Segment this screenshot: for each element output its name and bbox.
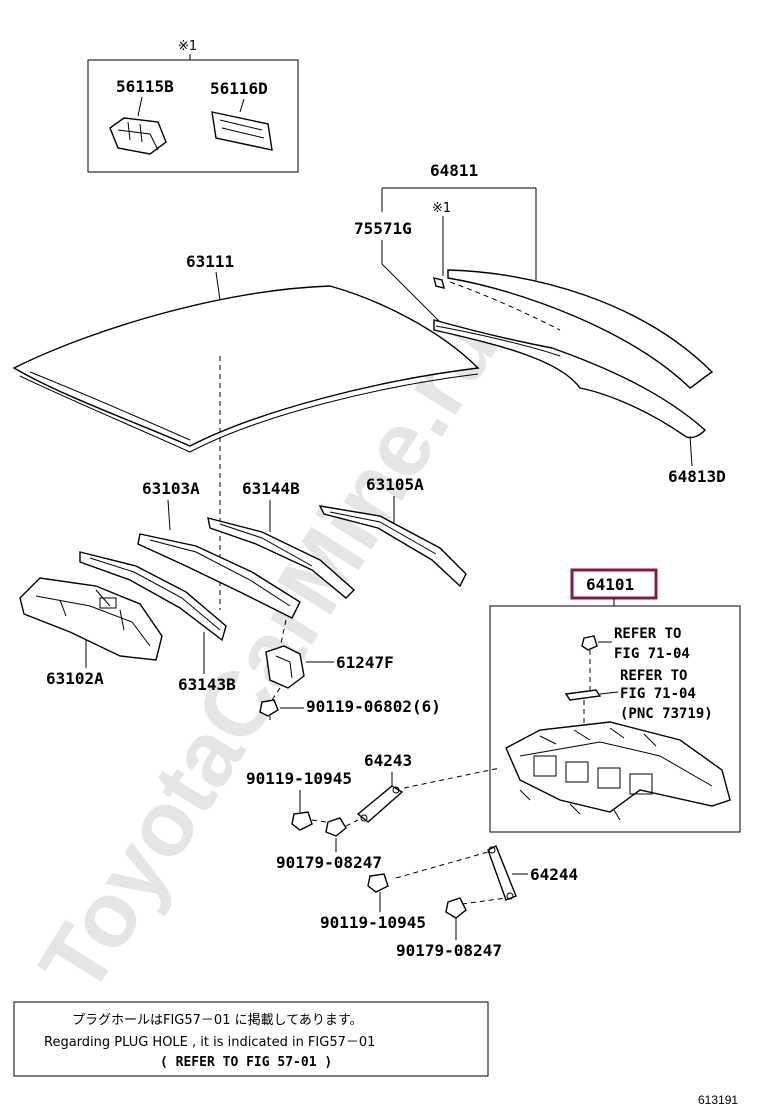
part-63111[interactable]: 63111 — [186, 252, 234, 271]
clip-56116d-shape — [211, 111, 273, 151]
nut-90179-08247-a-icon — [325, 817, 347, 837]
refer-line-5: (PNC 73719) — [620, 706, 713, 722]
roof-panel-shape — [12, 285, 480, 453]
figure-number: 613191 — [698, 1093, 738, 1107]
bow-63105a-shape — [318, 505, 467, 588]
footnote-box — [13, 1001, 489, 1077]
part-90119-10945-a[interactable]: 90119-10945 — [246, 769, 352, 788]
part-64101[interactable]: 64101 — [586, 575, 634, 594]
bracket-61247f-shape — [265, 645, 305, 689]
part-90119-10945-b[interactable]: 90119-10945 — [320, 913, 426, 932]
refer-line-2: FIG 71-04 — [614, 646, 690, 662]
bow-63144b-shape — [207, 517, 356, 599]
refer-line-1: REFER TO — [614, 626, 681, 642]
package-tray-shape — [505, 721, 731, 821]
part-56116d[interactable]: 56116D — [210, 79, 268, 98]
bow-63103a-shape — [137, 533, 301, 619]
part-63144b[interactable]: 63144B — [242, 479, 300, 498]
part-64811[interactable]: 64811 — [430, 161, 478, 180]
tray-bolt-icon — [581, 635, 598, 651]
bolt-90119-06802-icon — [259, 699, 279, 720]
moonroof-glass-shape — [433, 269, 714, 439]
part-63105a[interactable]: 63105A — [366, 475, 424, 494]
tray-inset-box — [489, 605, 741, 833]
part-75571g[interactable]: 75571G — [354, 219, 412, 238]
footnote-english: Regarding PLUG HOLE , it is indicated in… — [44, 1035, 375, 1050]
header-63102a-shape — [19, 577, 163, 661]
part-61247f[interactable]: 61247F — [336, 653, 394, 672]
bolt-90119-10945-b-icon — [367, 873, 389, 893]
footnote-japanese: プラグホールはFIG57－01 に掲載してあります。 — [72, 1012, 363, 1028]
part-90119-06802[interactable]: 90119-06802(6) — [306, 697, 441, 716]
part-90179-08247-a[interactable]: 90179-08247 — [276, 853, 382, 872]
hinge-64244-shape — [487, 845, 517, 901]
marker-symbol-2: ※1 — [432, 201, 451, 216]
hinge-64243-shape — [356, 785, 404, 823]
tray-clip-icon — [564, 689, 602, 701]
clip-56115b-shape — [109, 117, 167, 155]
part-90179-08247-b[interactable]: 90179-08247 — [396, 941, 502, 960]
marker-symbol: ※1 — [178, 39, 197, 54]
part-56115b[interactable]: 56115B — [116, 77, 174, 96]
nut-90179-08247-b-icon — [445, 897, 467, 919]
part-63143b[interactable]: 63143B — [178, 675, 236, 694]
part-64243[interactable]: 64243 — [364, 751, 412, 770]
bow-63143b-shape — [79, 551, 227, 642]
part-64244[interactable]: 64244 — [530, 865, 578, 884]
footnote-reference: ( REFER TO FIG 57-01 ) — [160, 1055, 332, 1070]
part-63103a[interactable]: 63103A — [142, 479, 200, 498]
part-63102a[interactable]: 63102A — [46, 669, 104, 688]
part-64813d[interactable]: 64813D — [668, 467, 726, 486]
refer-line-4: FIG 71-04 — [620, 686, 696, 702]
bolt-90119-10945-a-icon — [291, 811, 313, 831]
refer-line-3: REFER TO — [620, 668, 687, 684]
clip-inset-box — [87, 59, 299, 173]
